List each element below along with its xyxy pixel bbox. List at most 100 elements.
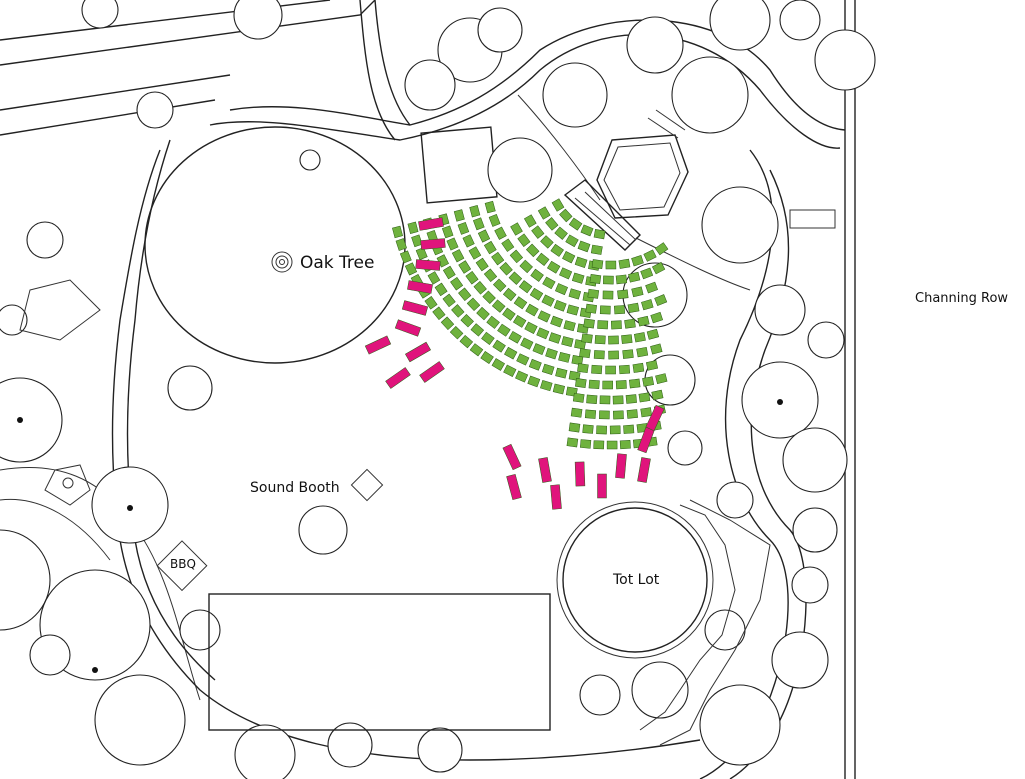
- chair: [651, 389, 664, 401]
- chair: [519, 259, 533, 274]
- chair: [637, 315, 650, 327]
- chair: [650, 343, 663, 355]
- chair: [532, 343, 546, 356]
- bench: [502, 443, 522, 471]
- chair: [610, 320, 622, 330]
- chair: [568, 422, 581, 433]
- chair: [537, 310, 551, 323]
- chair: [585, 303, 597, 314]
- chair: [589, 274, 602, 284]
- chair: [593, 229, 606, 240]
- bench: [401, 300, 429, 316]
- chair: [555, 283, 568, 296]
- chair: [588, 379, 600, 390]
- chair: [577, 363, 589, 374]
- chair: [491, 251, 505, 266]
- chair: [481, 331, 495, 345]
- bench: [418, 217, 444, 231]
- chair: [568, 217, 583, 231]
- chair: [563, 320, 576, 332]
- chair: [566, 304, 579, 316]
- chair: [542, 276, 556, 290]
- chair: [407, 221, 419, 234]
- chair: [399, 250, 412, 264]
- chair: [411, 234, 423, 248]
- chair: [628, 271, 641, 283]
- chair: [520, 337, 534, 350]
- chair: [530, 268, 544, 282]
- blank-rectangle: [208, 593, 551, 731]
- chair: [641, 299, 654, 311]
- chair: [553, 299, 567, 312]
- chair: [651, 261, 666, 275]
- chair: [458, 260, 472, 274]
- chair: [646, 328, 660, 340]
- bench: [405, 341, 431, 363]
- chair: [392, 225, 403, 239]
- chair: [633, 332, 646, 343]
- chair: [480, 351, 494, 364]
- chair: [527, 375, 541, 388]
- chair: [551, 198, 565, 212]
- chair: [497, 323, 511, 337]
- chair: [631, 255, 644, 267]
- chair: [626, 409, 638, 419]
- chair: [427, 271, 441, 285]
- chair: [525, 303, 539, 317]
- chair: [627, 302, 640, 313]
- chair: [561, 336, 574, 348]
- chair: [636, 346, 649, 358]
- oak-tree-area: Oak Tree: [144, 126, 406, 364]
- chair: [404, 262, 418, 276]
- green-seating: [392, 198, 669, 450]
- chair: [618, 258, 631, 269]
- bbq: BBQ: [156, 540, 208, 592]
- chair: [529, 287, 544, 301]
- chair: [535, 252, 550, 266]
- chair: [494, 226, 507, 240]
- chair: [540, 380, 553, 392]
- chair: [473, 281, 487, 295]
- chair: [594, 335, 606, 345]
- chair: [509, 249, 524, 264]
- chair: [441, 225, 454, 239]
- magenta-seating: [364, 217, 665, 510]
- chair: [540, 235, 554, 249]
- chair: [623, 424, 635, 434]
- chair: [508, 330, 522, 344]
- chair: [605, 365, 616, 375]
- chair: [442, 265, 456, 280]
- chair: [545, 348, 558, 360]
- chair: [615, 274, 628, 285]
- sound-booth-label: Sound Booth: [250, 480, 340, 496]
- bench: [364, 335, 392, 355]
- chair: [483, 240, 497, 255]
- chair: [451, 304, 465, 318]
- chair: [587, 288, 600, 299]
- chair: [619, 440, 631, 450]
- chair: [568, 288, 582, 300]
- chair: [483, 268, 498, 283]
- chair: [469, 205, 481, 218]
- bench: [645, 404, 665, 432]
- bench: [538, 457, 552, 483]
- chair: [550, 243, 564, 257]
- channing-row-label: Channing Row: [915, 291, 1008, 306]
- chair: [599, 395, 611, 405]
- chair: [555, 367, 568, 379]
- chair: [501, 238, 515, 252]
- chair: [541, 363, 555, 376]
- sound-booth: Sound Booth: [250, 468, 384, 502]
- chair: [482, 290, 496, 305]
- chair: [575, 378, 587, 388]
- bench: [597, 473, 607, 499]
- chair: [466, 297, 481, 312]
- chair: [468, 246, 482, 260]
- chair: [603, 275, 614, 285]
- chair: [434, 282, 448, 297]
- trees: [0, 0, 876, 779]
- chair: [524, 321, 538, 334]
- chair: [608, 350, 619, 360]
- chair: [442, 293, 456, 308]
- tot-lot-area: Tot Lot: [556, 499, 771, 746]
